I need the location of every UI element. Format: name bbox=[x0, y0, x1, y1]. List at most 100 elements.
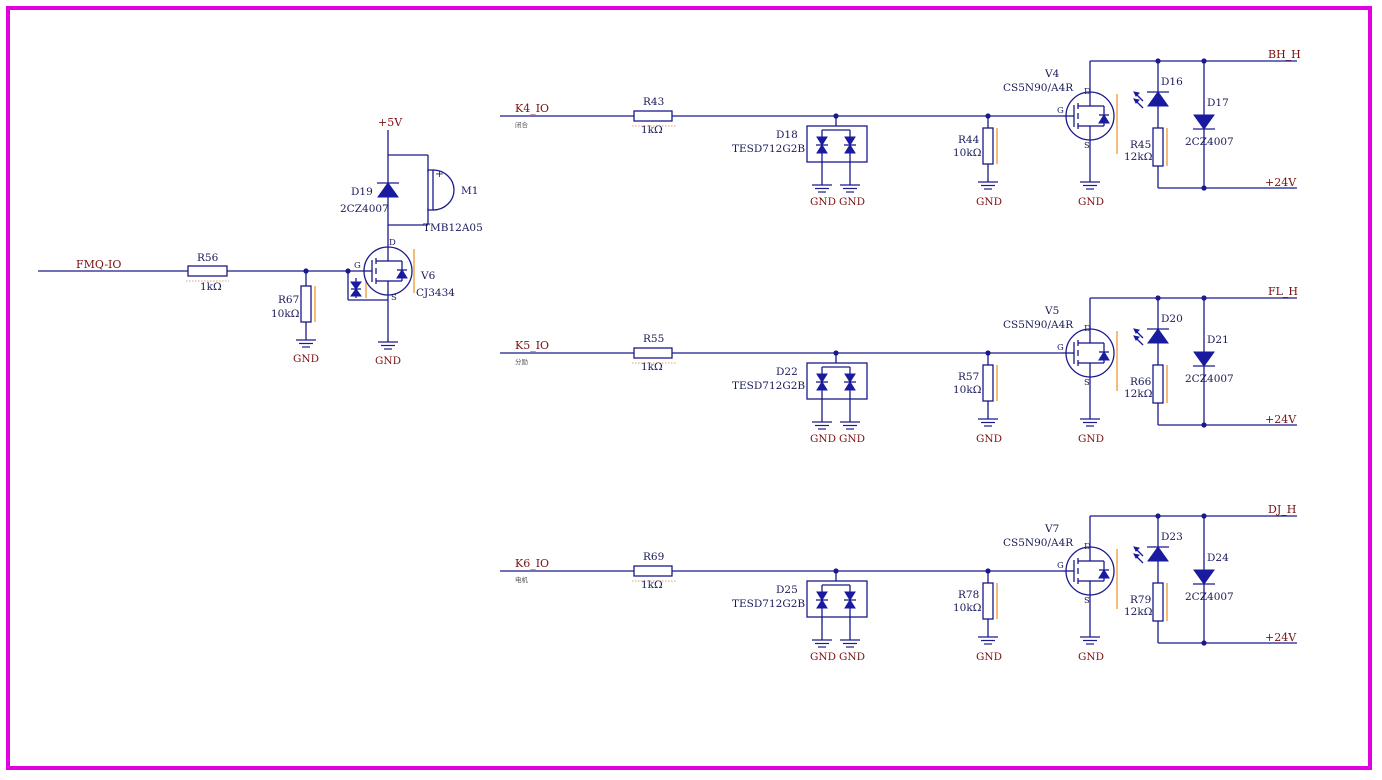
resistor-series[interactable]: R43 1kΩ bbox=[632, 96, 676, 136]
series-resistor-ref: R55 bbox=[643, 333, 664, 345]
gnd-label: GND bbox=[810, 433, 836, 445]
resistor-series[interactable]: R69 1kΩ bbox=[632, 551, 676, 591]
mosfet-value: CS5N90/A4R bbox=[1003, 537, 1074, 549]
gnd-label: GND bbox=[1078, 196, 1104, 208]
svg-text:+: + bbox=[435, 168, 444, 180]
net-label-input[interactable]: K4_IO bbox=[515, 102, 549, 115]
net-note: 闭合 bbox=[515, 120, 529, 129]
tvs-ref: D22 bbox=[776, 366, 798, 378]
mosfet-ref: V5 bbox=[1044, 305, 1059, 317]
net-label-supply[interactable]: +24V bbox=[1265, 176, 1297, 189]
net-label-supply[interactable]: +24V bbox=[1265, 413, 1297, 426]
led-indicator[interactable]: D16 bbox=[1133, 61, 1183, 128]
flyback-diode-ref: D24 bbox=[1207, 552, 1229, 564]
buzzer-m1[interactable]: + M1 TMB12A05 bbox=[423, 155, 483, 234]
d19-value: 2CZ4007 bbox=[340, 203, 389, 215]
pulldown-resistor-ref: R44 bbox=[958, 134, 980, 146]
flyback-diode-ref: D17 bbox=[1207, 97, 1229, 109]
gnd-label: GND bbox=[839, 433, 865, 445]
mosfet-v6[interactable]: D S V6 CJ3434 bbox=[362, 238, 455, 303]
m1-ref: M1 bbox=[461, 185, 478, 197]
gnd-label: GND bbox=[839, 196, 865, 208]
series-resistor-value: 1kΩ bbox=[641, 361, 663, 373]
flyback-diode-value: 2CZ4007 bbox=[1185, 591, 1234, 603]
series-resistor-value: 1kΩ bbox=[641, 124, 663, 136]
resistor-series[interactable]: R55 1kΩ bbox=[632, 333, 676, 373]
tvs-ref: D18 bbox=[776, 129, 798, 141]
flyback-diode-value: 2CZ4007 bbox=[1185, 373, 1234, 385]
tvs-ref: D25 bbox=[776, 584, 798, 596]
led-resistor-ref: R79 bbox=[1130, 594, 1151, 606]
resistor-r67[interactable]: R67 10kΩ bbox=[271, 285, 316, 323]
v6-value: CJ3434 bbox=[416, 287, 455, 299]
svg-text:G: G bbox=[1057, 343, 1064, 353]
led-indicator[interactable]: D23 bbox=[1133, 516, 1183, 583]
svg-text:D: D bbox=[1084, 542, 1091, 552]
led-ref: D23 bbox=[1161, 531, 1183, 543]
led-ref: D20 bbox=[1161, 313, 1183, 325]
r56-value: 1kΩ bbox=[200, 281, 222, 293]
pulldown-resistor-ref: R78 bbox=[958, 589, 979, 601]
gnd-label: GND bbox=[1078, 651, 1104, 663]
gnd-label: GND bbox=[976, 651, 1002, 663]
flyback-diode-ref: D21 bbox=[1207, 334, 1229, 346]
net-label-plus5v[interactable]: +5V bbox=[378, 116, 403, 129]
gnd-label: GND bbox=[810, 196, 836, 208]
series-resistor-ref: R69 bbox=[643, 551, 664, 563]
net-label-input[interactable]: K5_IO bbox=[515, 339, 549, 352]
gnd-label: GND bbox=[976, 196, 1002, 208]
flyback-diode[interactable]: D24 2CZ4007 bbox=[1185, 516, 1234, 643]
gnd-label: GND bbox=[810, 651, 836, 663]
svg-text:S: S bbox=[1084, 596, 1090, 606]
led-resistor-value: 12kΩ bbox=[1124, 151, 1153, 163]
svg-text:G: G bbox=[354, 261, 361, 271]
net-label-output[interactable]: DJ_H bbox=[1268, 503, 1296, 516]
tvs-value: TESD712G2B bbox=[732, 143, 805, 155]
resistor-r56[interactable]: R56 1kΩ bbox=[186, 252, 229, 293]
pulldown-resistor-ref: R57 bbox=[958, 371, 979, 383]
pulldown-resistor-value: 10kΩ bbox=[953, 384, 982, 396]
svg-text:G: G bbox=[1057, 106, 1064, 116]
net-label-fmq-io[interactable]: FMQ-IO bbox=[76, 258, 121, 271]
tvs-value: TESD712G2B bbox=[732, 598, 805, 610]
flyback-diode[interactable]: D21 2CZ4007 bbox=[1185, 298, 1234, 425]
net-label-output[interactable]: FL_H bbox=[1268, 285, 1298, 298]
net-label-input[interactable]: K6_IO bbox=[515, 557, 549, 570]
svg-text:S: S bbox=[1084, 141, 1090, 151]
gnd-label: GND bbox=[976, 433, 1002, 445]
gnd-label-buzzer-left: GND bbox=[293, 353, 319, 365]
buzzer-circuit: FMQ-IO R56 1kΩ R67 10kΩ GND bbox=[38, 116, 483, 367]
r56-ref: R56 bbox=[197, 252, 219, 264]
net-note: 分励 bbox=[515, 357, 529, 366]
svg-text:D: D bbox=[389, 238, 396, 248]
net-label-output[interactable]: BH_H bbox=[1268, 48, 1301, 61]
svg-text:D: D bbox=[1084, 87, 1091, 97]
gnd-label: GND bbox=[1078, 433, 1104, 445]
series-resistor-ref: R43 bbox=[643, 96, 664, 108]
r67-value: 10kΩ bbox=[271, 308, 300, 320]
pulldown-resistor-value: 10kΩ bbox=[953, 602, 982, 614]
gnd-label-buzzer-right: GND bbox=[375, 355, 401, 367]
ground-symbol bbox=[296, 339, 316, 348]
led-indicator[interactable]: D20 bbox=[1133, 298, 1183, 365]
series-resistor-value: 1kΩ bbox=[641, 579, 663, 591]
led-ref: D16 bbox=[1161, 76, 1183, 88]
mosfet-value: CS5N90/A4R bbox=[1003, 319, 1074, 331]
diode-d19[interactable]: D19 2CZ4007 bbox=[340, 182, 399, 215]
net-label-supply[interactable]: +24V bbox=[1265, 631, 1297, 644]
